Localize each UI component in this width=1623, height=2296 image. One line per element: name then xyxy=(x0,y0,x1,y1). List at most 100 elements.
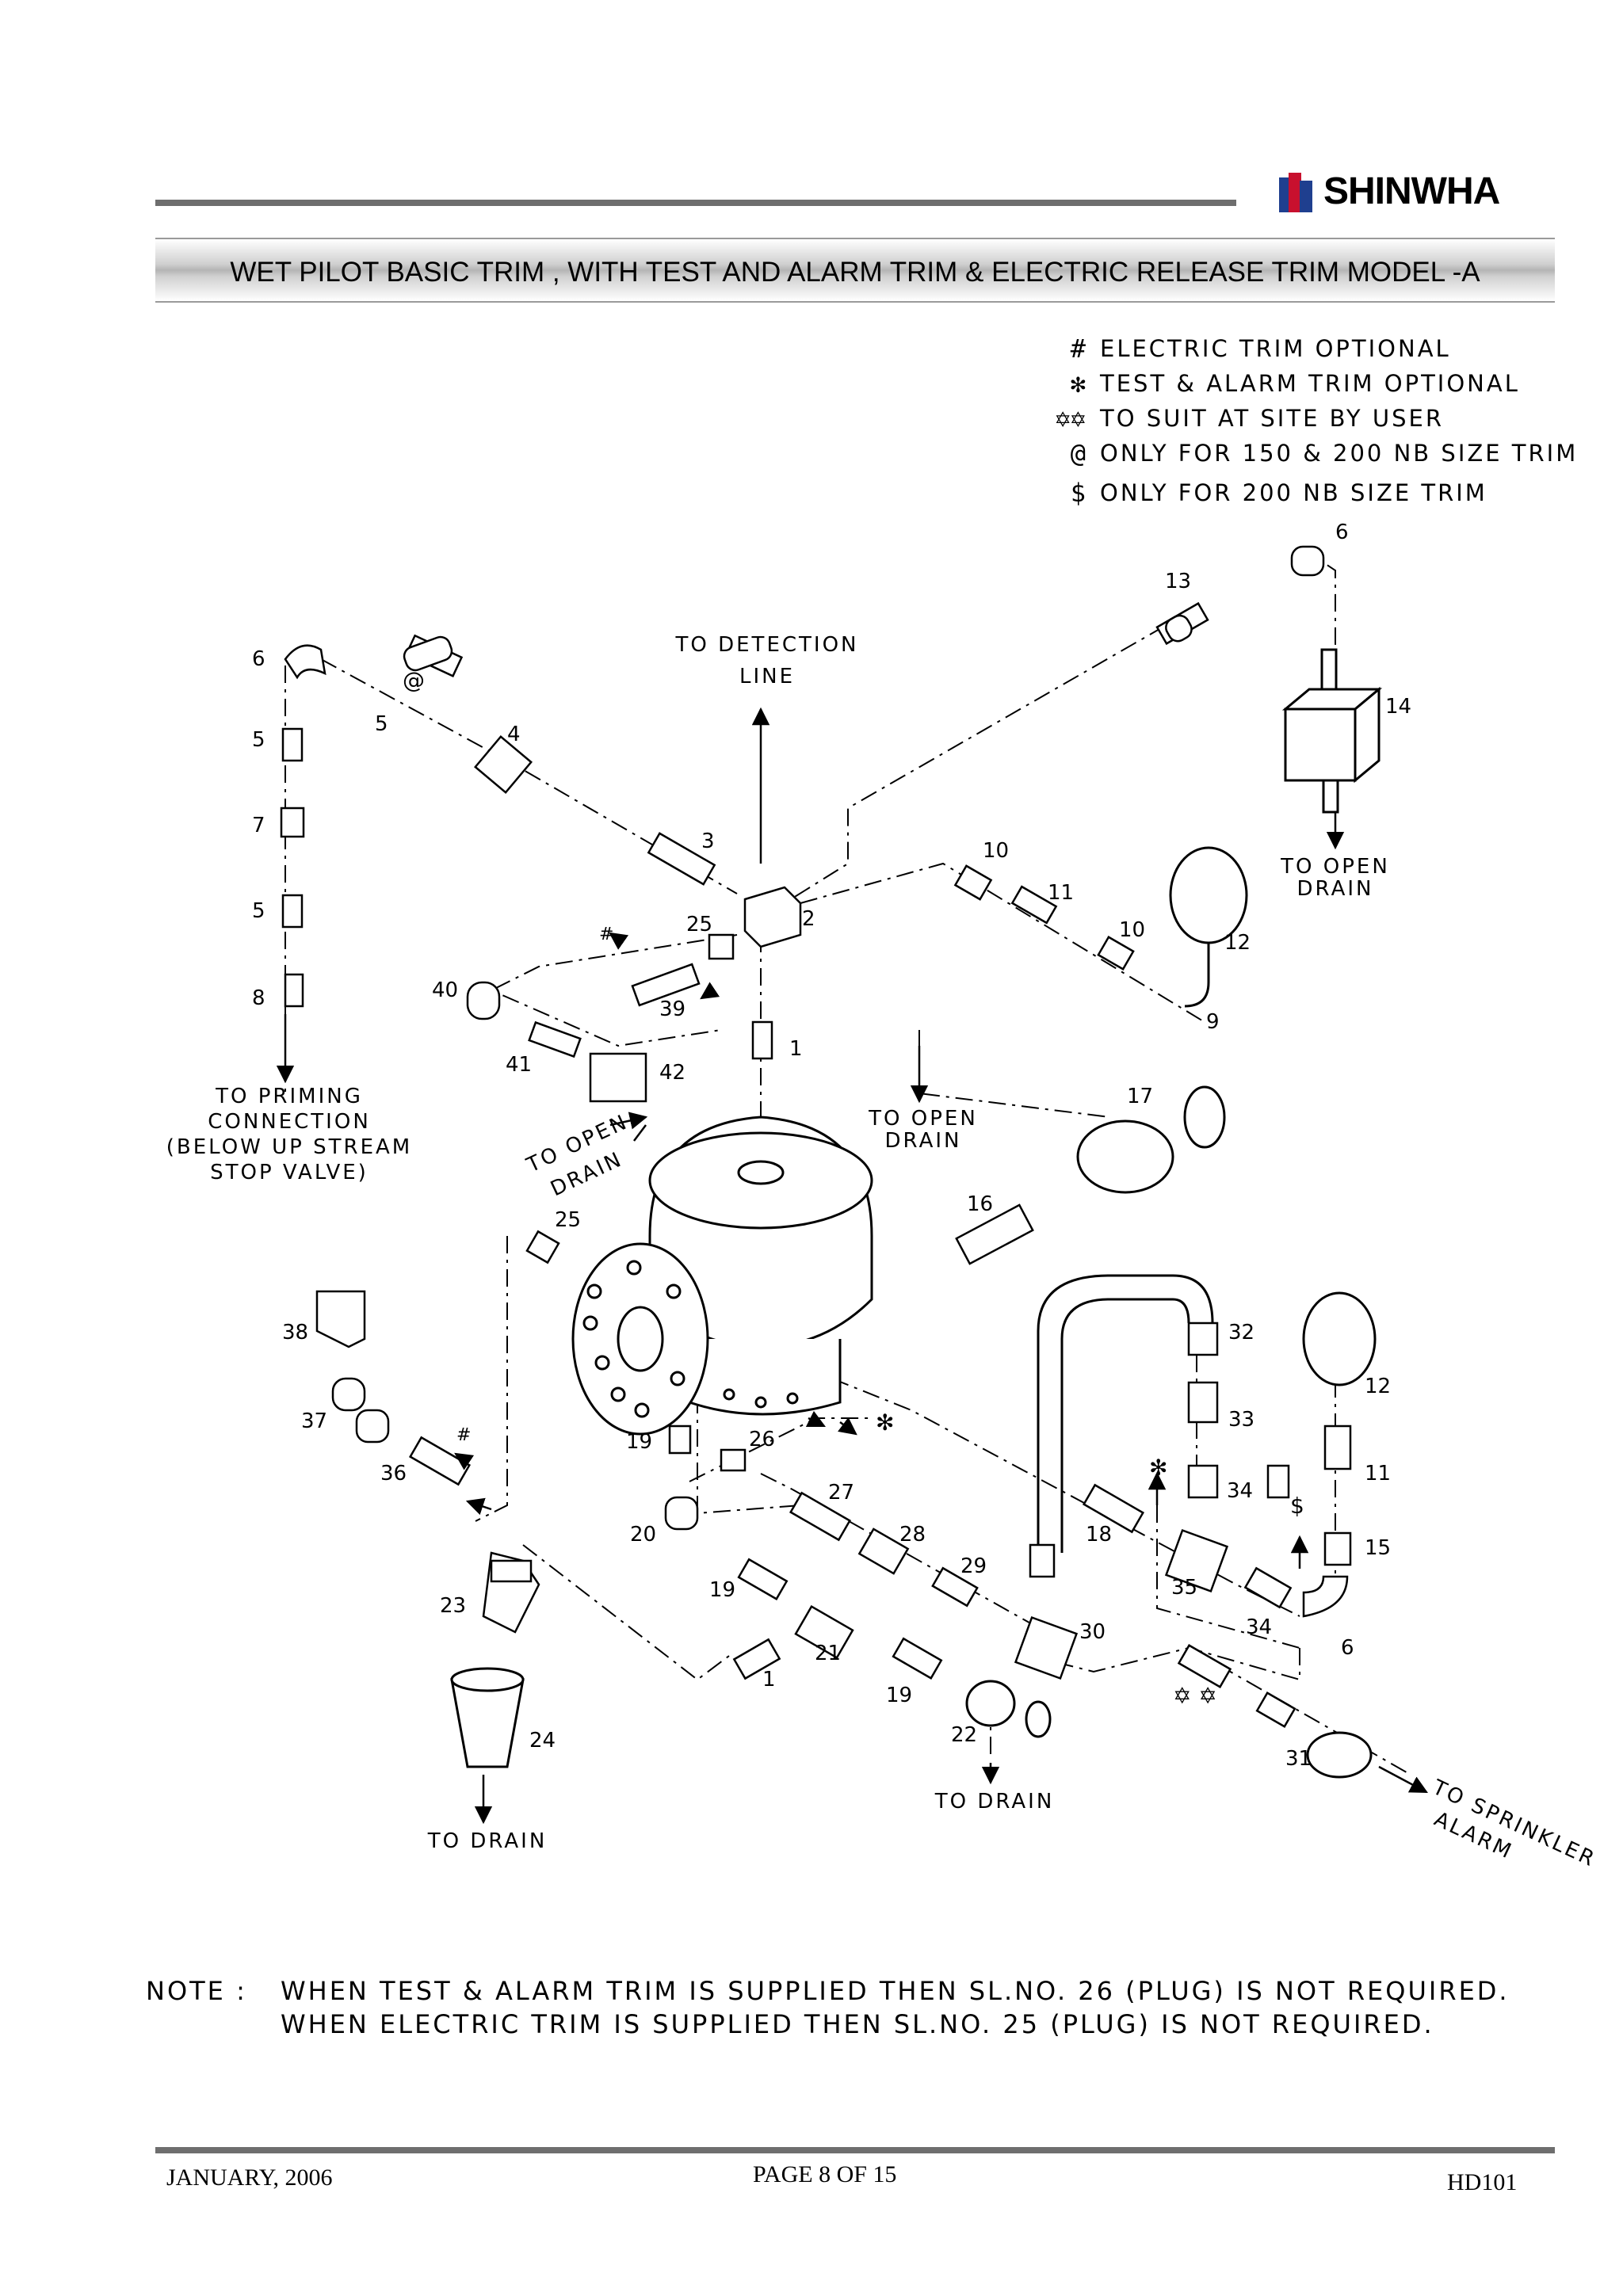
legend-text: ONLY FOR 150 & 200 NB SIZE TRIM xyxy=(1100,440,1579,467)
svg-text:(BELOW UP STREAM: (BELOW UP STREAM xyxy=(166,1135,412,1159)
part-label: 33 xyxy=(1228,1408,1254,1432)
shinwha-logo: SHINWHA xyxy=(1279,168,1556,215)
part-label: 42 xyxy=(659,1061,685,1085)
part-label: 23 xyxy=(440,1594,466,1618)
flow-arrows xyxy=(276,707,1428,1825)
part-label: 24 xyxy=(529,1729,556,1753)
part-label: 20 xyxy=(630,1523,656,1547)
part-label: 40 xyxy=(432,978,458,1002)
svg-text:STOP VALVE): STOP VALVE) xyxy=(210,1161,369,1184)
part-label: 6 xyxy=(1341,1636,1354,1660)
part-label: 32 xyxy=(1228,1321,1254,1344)
part-label: 17 xyxy=(1127,1085,1153,1108)
footer-date: JANUARY, 2006 xyxy=(166,2164,333,2191)
part-label: 7 xyxy=(252,814,265,837)
part-label: 38 xyxy=(282,1321,308,1344)
part-label: 8 xyxy=(252,986,265,1010)
line-25-36 xyxy=(475,1236,508,1522)
svg-text:DRAIN: DRAIN xyxy=(885,1129,962,1153)
part-number-labels: 6 13 14 6 5 5 4 7 5 3 2 10 11 10 12 9 8 … xyxy=(252,521,1411,1771)
title-banner: WET PILOT BASIC TRIM , WITH TEST AND ALA… xyxy=(155,238,1555,303)
part-label: 12 xyxy=(1365,1375,1391,1398)
arrow-39-icon xyxy=(700,982,720,1000)
part-label: 28 xyxy=(899,1523,926,1547)
callout-priming: TO PRIMING xyxy=(215,1085,363,1108)
part-label: 10 xyxy=(1119,918,1145,942)
arrow-star-a-icon xyxy=(838,1417,857,1436)
callout-detection-line2: LINE xyxy=(739,665,795,688)
handwheel-22-icon xyxy=(1025,1700,1052,1738)
part-label: 1 xyxy=(762,1668,776,1691)
footer-doc-id: HD101 xyxy=(1447,2169,1518,2195)
part-label: 19 xyxy=(626,1430,652,1454)
hash-mark: # xyxy=(599,925,613,944)
legend-text: TO SUIT AT SITE BY USER xyxy=(1100,405,1444,432)
arrow-open-drain-diag-icon xyxy=(609,1112,648,1130)
valve-17 xyxy=(1076,1085,1226,1194)
callout-detection-line1: TO DETECTION xyxy=(675,633,859,657)
part-label: 35 xyxy=(1171,1576,1197,1600)
part-14-box xyxy=(1281,648,1383,814)
asterisk-mark: ✻ xyxy=(876,1409,894,1436)
logo-mark-icon xyxy=(1279,173,1312,212)
footer-page: PAGE 8 OF 15 xyxy=(753,2161,897,2187)
line-open-drain xyxy=(918,1030,1110,1118)
part-label: 41 xyxy=(506,1053,532,1077)
part-label: 11 xyxy=(1365,1462,1391,1486)
part-label: 27 xyxy=(828,1481,854,1505)
note-block: NOTE : WHEN TEST & ALARM TRIM IS SUPPLIE… xyxy=(146,1974,1507,2107)
part-label: 1 xyxy=(789,1037,803,1061)
part-label: 15 xyxy=(1365,1536,1391,1560)
gauge-12-top-pipe xyxy=(1184,943,1210,1008)
strainer-31 xyxy=(450,1667,1373,1779)
part-label: 6 xyxy=(1335,521,1349,544)
option-marks: @ # # ✻ ✻ $ ✡ ✡ xyxy=(403,667,1304,1709)
line-13-to-block xyxy=(784,625,1166,904)
line-18-34 xyxy=(831,1378,1300,1617)
note-line: WHEN TEST & ALARM TRIM IS SUPPLIED THEN … xyxy=(281,1976,1510,2006)
dollar-symbol: $ xyxy=(1070,478,1086,508)
arrow-hash-a-icon xyxy=(609,932,629,950)
part-label: 9 xyxy=(1206,1010,1220,1034)
drain-cup-24-icon xyxy=(450,1678,525,1768)
part-label: 34 xyxy=(1227,1479,1253,1503)
logo-text: SHINWHA xyxy=(1323,170,1500,212)
legend-text: TEST & ALARM TRIM OPTIONAL xyxy=(1100,370,1520,397)
line-block-to-9 xyxy=(800,862,1205,1023)
part-label: 3 xyxy=(701,830,715,853)
asterisk-mark: ✻ xyxy=(1149,1455,1167,1481)
legend-text: ONLY FOR 200 NB SIZE TRIM xyxy=(1100,479,1487,506)
hash-symbol: # xyxy=(1070,334,1086,364)
handwheel-icon xyxy=(1183,1085,1226,1149)
header-rule xyxy=(155,200,1236,206)
part-label: 13 xyxy=(1165,570,1191,593)
at-symbol: @ xyxy=(1070,438,1086,468)
line-star-34 xyxy=(1156,1505,1300,1649)
part-label: 25 xyxy=(555,1208,581,1232)
part-label: 18 xyxy=(1086,1523,1112,1547)
line-27-30 xyxy=(760,1473,1047,1633)
part-label: 19 xyxy=(886,1684,912,1707)
line-23-1 xyxy=(522,1544,730,1681)
hash-mark: # xyxy=(456,1425,471,1445)
part-label: 11 xyxy=(1048,881,1074,905)
part-label: 14 xyxy=(1385,695,1411,719)
part-label: 25 xyxy=(686,913,712,936)
note-label: NOTE : xyxy=(146,1976,247,2006)
callout-drain-center: TO DRAIN xyxy=(934,1790,1055,1814)
callout-open-drain-mid: TO OPEN xyxy=(868,1107,978,1131)
part-label: 22 xyxy=(951,1723,977,1747)
part-label: 31 xyxy=(1285,1747,1312,1771)
part-label: 19 xyxy=(709,1578,735,1602)
part-label: 37 xyxy=(301,1409,327,1433)
part-label: 12 xyxy=(1224,931,1251,955)
part-label: 5 xyxy=(375,712,388,736)
callout-open-drain-top: TO OPEN xyxy=(1280,855,1390,879)
callout-drain-left: TO DRAIN xyxy=(427,1829,548,1853)
part-label: 10 xyxy=(983,839,1009,863)
star-pair-symbol: ✡✡ xyxy=(1055,403,1086,433)
part-label: 29 xyxy=(960,1554,987,1578)
part-label: 39 xyxy=(659,997,685,1021)
footer-rule xyxy=(155,2147,1555,2153)
